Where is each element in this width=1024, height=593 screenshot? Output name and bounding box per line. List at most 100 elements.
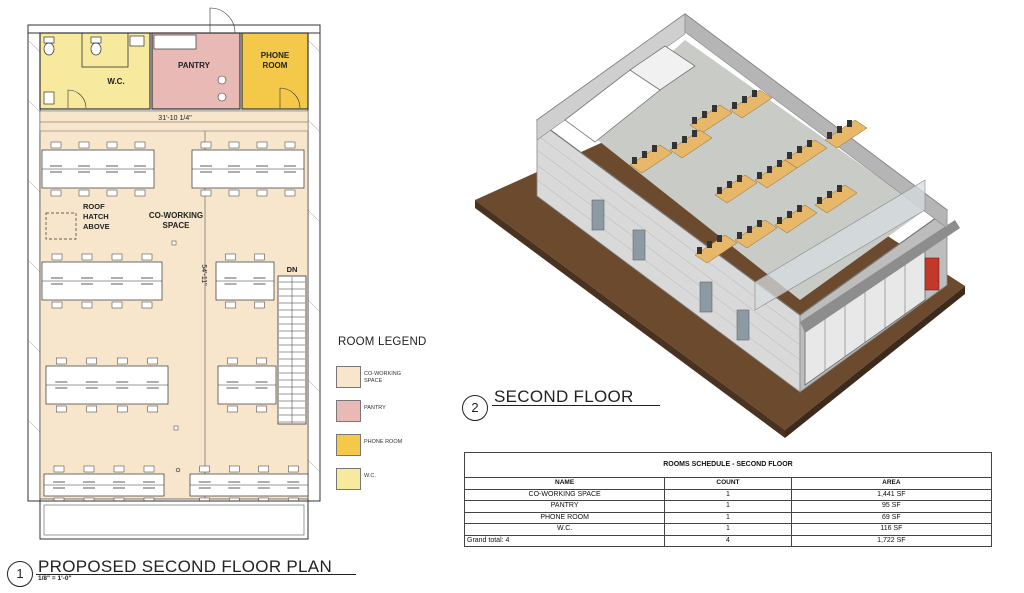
chair-icon (847, 120, 852, 127)
chair-icon (652, 145, 657, 152)
col-header-count: COUNT (664, 477, 792, 490)
door-swing (209, 7, 236, 34)
wc-label: W.C. (107, 77, 124, 86)
chair-icon (141, 301, 153, 309)
plan-title-underline (36, 574, 356, 575)
chair-icon (707, 241, 712, 248)
outlet-icon (173, 425, 179, 431)
legend-item: PANTRY (336, 400, 456, 430)
legend-title: ROOM LEGEND (338, 336, 427, 348)
chair-icon (787, 152, 792, 159)
chair-icon (86, 405, 97, 413)
total-count: 4 (664, 534, 792, 547)
door-swing (67, 89, 87, 109)
cell-count: 1 (664, 488, 792, 501)
chair-icon (632, 157, 637, 164)
desk-cluster (215, 253, 275, 309)
legend-item: W.C. (336, 468, 456, 498)
chair-icon (777, 160, 782, 167)
chair-icon (200, 141, 212, 149)
cell-area: 116 SF (790, 523, 993, 536)
chair-icon (227, 405, 238, 413)
chair-icon (712, 105, 717, 112)
roof-hatch (45, 212, 77, 240)
chair-icon (56, 357, 67, 365)
wc-partition (81, 32, 129, 68)
cell-count: 1 (664, 511, 792, 524)
side-wall-inner (684, 13, 948, 229)
door-swing (279, 87, 301, 109)
red-door (924, 257, 940, 291)
pantry-label: PANTRY (178, 61, 211, 70)
chair-icon (837, 185, 842, 192)
chair-icon (797, 205, 802, 212)
chair-icon (284, 141, 296, 149)
chair-icon (767, 166, 772, 173)
iso-desk (714, 174, 758, 204)
col-header-area: AREA (790, 477, 993, 490)
chair-icon (81, 253, 93, 261)
chair-icon (797, 146, 802, 153)
chair-icon (747, 226, 752, 233)
chair-icon (757, 172, 762, 179)
cell-area: 69 SF (790, 511, 993, 524)
chair-icon (697, 247, 702, 254)
pantry-counter (153, 34, 197, 50)
cell-name: PANTRY (463, 500, 666, 513)
column (175, 467, 181, 473)
chair-icon (228, 141, 240, 149)
legend-label: W.C. (364, 473, 376, 479)
glass-railing (754, 179, 926, 311)
total-label: Grand total: 4 (463, 534, 666, 547)
legend-label: PANTRY (364, 405, 386, 411)
chair-icon (682, 136, 687, 143)
chair-icon (134, 141, 146, 149)
col-header-name: NAME (463, 477, 666, 490)
chair-icon (227, 357, 238, 365)
desk-cluster (41, 141, 155, 197)
chair-icon (106, 189, 118, 197)
chair-icon (692, 117, 697, 124)
chair-icon (742, 96, 747, 103)
chair-icon (225, 301, 236, 309)
desk-cluster (191, 141, 305, 197)
chair-icon (225, 253, 236, 261)
plan-scale: 1/8" = 1'-0" (38, 575, 72, 582)
balcony-rail (43, 504, 305, 536)
legend-swatch (336, 468, 361, 490)
chair-icon (837, 126, 842, 133)
chair-icon (777, 217, 782, 224)
legend-item: PHONE ROOM (336, 434, 456, 464)
legend-label: PHONE ROOM (364, 439, 403, 445)
chair-icon (258, 465, 269, 473)
iso-desk (729, 89, 773, 119)
chair-icon (113, 465, 125, 473)
stair-label: DN (287, 265, 298, 274)
chair-icon (56, 405, 67, 413)
sink-icon (43, 91, 55, 105)
dimension-width: 31'-10 1/4" (158, 115, 192, 122)
phone-room (241, 32, 309, 110)
iso-desk (774, 204, 818, 234)
chair-icon (284, 189, 296, 197)
chair-icon (111, 253, 123, 261)
view-number-1: 1 (7, 561, 33, 587)
chair-icon (737, 175, 742, 182)
iso-desk (694, 234, 738, 264)
chair-icon (147, 405, 158, 413)
chair-icon (228, 189, 240, 197)
chair-icon (147, 357, 158, 365)
corridor-band (39, 110, 309, 132)
chair-icon (254, 253, 265, 261)
cell-area: 1,441 SF (790, 488, 993, 501)
iso-view-title: SECOND FLOOR (494, 387, 634, 406)
chair-icon (50, 141, 62, 149)
total-area: 1,722 SF (790, 534, 993, 547)
chair-icon (672, 142, 677, 149)
ground-slab-edge (785, 286, 965, 438)
chair-icon (111, 301, 123, 309)
exterior-wall-right (307, 24, 321, 502)
isometric-view (475, 13, 965, 438)
chair-icon (106, 141, 118, 149)
